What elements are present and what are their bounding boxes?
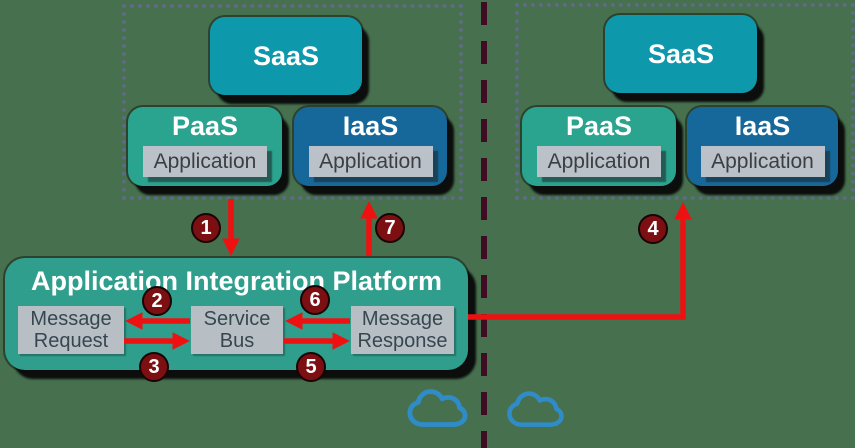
message-request-line2: Request [33,330,109,352]
paas-box-right: PaaS Application [522,107,676,186]
message-response-box: Message Response [351,306,454,354]
paas-label-right: PaaS [565,111,633,141]
service-bus-line2: Bus [219,330,255,352]
service-bus-line1: Service [203,308,271,330]
iaas-label-right: IaaS [734,111,791,141]
step-badge-7: 7 [375,213,405,243]
iaas-application-box-left: Application [308,146,433,177]
step-badge-5: 5 [296,352,326,382]
paas-label-left: PaaS [171,111,239,141]
platform-title: Application Integration Platform [30,266,442,296]
iaas-box-left: IaaS Application [294,107,447,186]
message-request-line1: Message [30,308,112,330]
iaas-label-left: IaaS [342,111,399,141]
message-response-line2: Response [357,330,448,352]
message-response-line1: Message [361,308,444,330]
step-badge-6: 6 [300,285,330,315]
cloud-boundary-right [515,3,855,200]
environment-divider-dashed-line [481,2,487,448]
cloud-icon-right [507,391,564,427]
paas-application-box-left: Application [143,146,267,177]
paas-application-box-right: Application [537,146,661,177]
saas-box-left: SaaS [210,17,362,95]
iaas-box-right: IaaS Application [687,107,838,186]
saas-box-right: SaaS [605,15,757,93]
saas-label-right: SaaS [647,39,715,69]
application-integration-platform: Application Integration Platform Message… [5,258,468,370]
step-badge-1: 1 [191,213,221,243]
cloud-boundary-left [122,4,463,200]
step-badge-3: 3 [139,352,169,382]
cloud-icon-left [407,389,468,427]
service-bus-box: Service Bus [191,306,283,354]
step-badge-2: 2 [142,286,172,316]
saas-label-left: SaaS [252,41,320,71]
message-request-box: Message Request [18,306,124,354]
step-badge-4: 4 [638,214,668,244]
iaas-application-box-right: Application [700,146,825,177]
paas-box-left: PaaS Application [128,107,282,186]
